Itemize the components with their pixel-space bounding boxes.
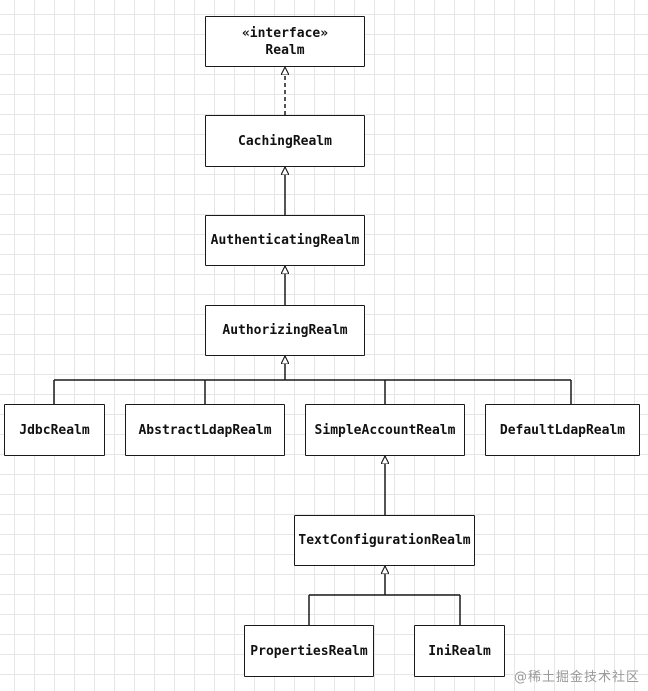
- node-label: DefaultLdapRealm: [499, 422, 626, 438]
- node-text-configuration-realm: TextConfigurationRealm: [294, 515, 475, 566]
- node-label: AbstractLdapRealm: [138, 422, 272, 438]
- node-label: SimpleAccountRealm: [314, 422, 456, 438]
- node-label: CachingRealm: [238, 133, 332, 149]
- node-abstract-ldap-realm: AbstractLdapRealm: [125, 404, 285, 456]
- node-jdbc-realm: JdbcRealm: [4, 404, 105, 456]
- node-ini-realm: IniRealm: [414, 625, 505, 677]
- node-label: AuthorizingRealm: [222, 323, 348, 338]
- node-authorizing-realm: AuthorizingRealm: [205, 305, 365, 356]
- node-properties-realm: PropertiesRealm: [244, 625, 374, 677]
- node-label: AuthenticatingRealm: [210, 233, 360, 248]
- interface-stereotype: «interface»: [241, 25, 329, 41]
- node-label: JdbcRealm: [19, 422, 90, 438]
- node-label: TextConfigurationRealm: [298, 533, 471, 548]
- node-authenticating-realm: AuthenticatingRealm: [205, 215, 365, 266]
- watermark: @稀土掘金技术社区: [513, 670, 640, 685]
- node-label: PropertiesRealm: [250, 643, 368, 659]
- node-label: IniRealm: [428, 643, 491, 659]
- node-realm-interface: «interface» Realm: [205, 16, 365, 67]
- node-caching-realm: CachingRealm: [205, 115, 365, 167]
- edge-level5-to-authorizing: [53, 356, 572, 404]
- node-default-ldap-realm: DefaultLdapRealm: [485, 404, 640, 456]
- edge-level7-to-textconfig: [308, 566, 461, 625]
- node-label: Realm: [265, 42, 305, 58]
- node-simple-account-realm: SimpleAccountRealm: [305, 404, 465, 456]
